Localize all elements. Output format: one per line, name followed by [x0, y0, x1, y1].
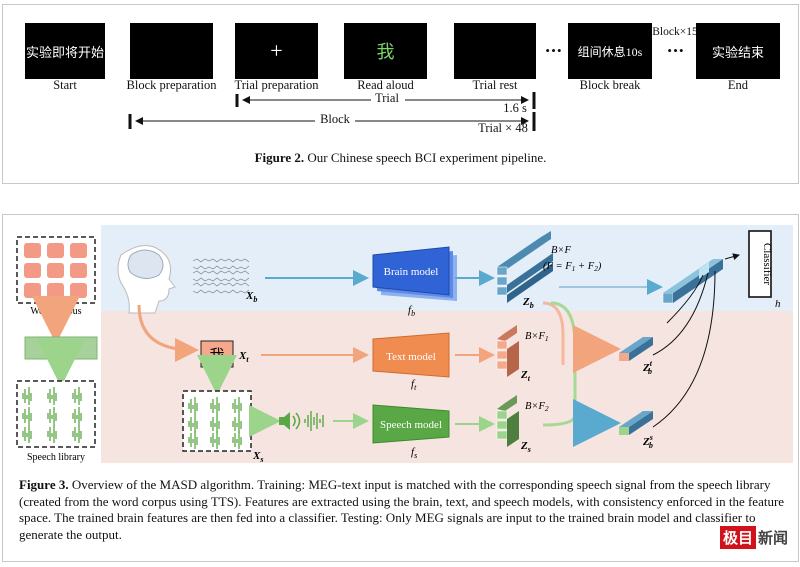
logo-part-1: 极目: [719, 526, 756, 549]
head-icon: [117, 245, 176, 314]
text-model-label: Text model: [386, 351, 436, 363]
word-corpus-grid: [16, 236, 96, 304]
speech-library-label: Speech library: [27, 452, 85, 463]
block-label: Block: [320, 112, 350, 126]
concatenated-feature: [662, 259, 723, 304]
trial-preparation-label: Trial preparation: [234, 78, 319, 92]
brain-model-block: [372, 246, 457, 301]
z-b-t-feature: [619, 337, 653, 361]
bxf2-label: B×F2: [525, 401, 549, 413]
read-aloud-character: 我: [376, 42, 395, 62]
read-aloud-screen: 我: [344, 23, 427, 79]
f-t-label: ft: [411, 378, 417, 392]
start-label: Start: [53, 78, 77, 92]
speech-model-block: [372, 404, 450, 444]
block-break-label: Block break: [579, 78, 641, 92]
classifier-label: Classifier: [761, 243, 773, 285]
read-aloud-label: Read aloud: [357, 78, 414, 92]
x-b-label: Xb: [245, 290, 257, 304]
head-to-char-arrow: [137, 304, 199, 362]
speech-model-label: Speech model: [380, 419, 442, 431]
word-corpus-label: Word corpus: [30, 306, 81, 317]
end-screen-text: 实验结束: [711, 44, 764, 60]
block-repeat-label: Block×15: [652, 26, 698, 38]
trial-preparation-screen: +: [235, 23, 318, 79]
trial-time-label: 1.6 s: [503, 101, 527, 115]
f-s-label: fs: [411, 446, 417, 460]
z-b-label: Zb: [522, 296, 534, 310]
block-break-screen: 组间休息10s: [568, 23, 652, 79]
f-b-label: fb: [408, 304, 415, 318]
figure-3-caption-text: Overview of the MASD algorithm. Training…: [19, 477, 785, 542]
h-label: h: [775, 298, 781, 310]
zbs-curve: [652, 270, 716, 428]
end-label: End: [727, 78, 749, 92]
z-b-feature-stack: [496, 231, 553, 303]
dots-1: • • •: [545, 43, 561, 58]
speech-library-grid: [16, 380, 96, 448]
bxf1-label: B×F1: [525, 331, 549, 343]
start-screen: 实验即将开始: [25, 23, 105, 79]
start-screen-text: 实验即将开始: [25, 44, 104, 60]
logo-part-2: 新闻: [757, 531, 788, 547]
meg-signal: [192, 258, 250, 294]
trial-rest-screen: [454, 23, 536, 79]
block-preparation-label: Block preparation: [126, 78, 217, 92]
end-screen: 实验结束: [696, 23, 780, 79]
bxf-label: B×F: [551, 245, 571, 256]
block-preparation-screen: [130, 23, 213, 79]
speaker-icon: [279, 412, 301, 430]
speech-waveform: [304, 411, 324, 431]
z-s-feature-stack: [496, 395, 519, 447]
figure-3-panel: Word corpus TTS Speech library: [2, 214, 799, 562]
z-t-label: Zt: [520, 369, 531, 383]
zb-zt-consistency-line: [542, 301, 565, 365]
fixation-cross: +: [270, 38, 283, 63]
zb-zs-consistency-line: [542, 301, 577, 427]
zbt-curve: [652, 272, 709, 356]
figure-2-caption-number: Figure 2.: [254, 150, 305, 165]
figure-2-panel: 实验即将开始 + 我 • • • 组间休息10s Block×15 • • • …: [2, 4, 799, 184]
x-s-label: Xs: [252, 450, 263, 464]
concat-to-classifier-arrow: [724, 253, 740, 261]
text-model-block: [372, 332, 450, 378]
figure-2-caption-text: Our Chinese speech BCI experiment pipeli…: [304, 150, 547, 165]
f-equation-label: (F = F1 + F2): [543, 261, 602, 273]
speech-sample-grid: [182, 390, 252, 452]
brain-model-label: Brain model: [384, 266, 439, 278]
dots-2: • • •: [667, 43, 683, 58]
trial-repeat-label: Trial × 48: [478, 121, 528, 135]
trial-label: Trial: [375, 91, 399, 105]
timeline-arrows: [128, 92, 536, 131]
figure-2-caption: Figure 2. Our Chinese speech BCI experim…: [3, 150, 798, 167]
z-s-label: Zs: [520, 440, 531, 454]
masd-diagram: Word corpus TTS Speech library: [16, 225, 793, 464]
zbt-link: [666, 274, 704, 324]
block-break-screen-text: 组间休息10s: [577, 44, 643, 59]
jimu-news-logo: 极目新闻: [719, 526, 788, 549]
char-input-text: 我: [209, 347, 224, 364]
z-b-s-feature: [619, 411, 653, 435]
trial-rest-label: Trial rest: [472, 78, 518, 92]
classifier-box: [748, 230, 772, 298]
tts-label: TTS: [49, 341, 72, 356]
z-t-feature-stack: [496, 325, 519, 377]
x-t-label: Xt: [238, 350, 249, 364]
figure-3-caption-number: Figure 3.: [19, 477, 69, 492]
figure-3-caption: Figure 3. Overview of the MASD algorithm…: [19, 477, 789, 543]
